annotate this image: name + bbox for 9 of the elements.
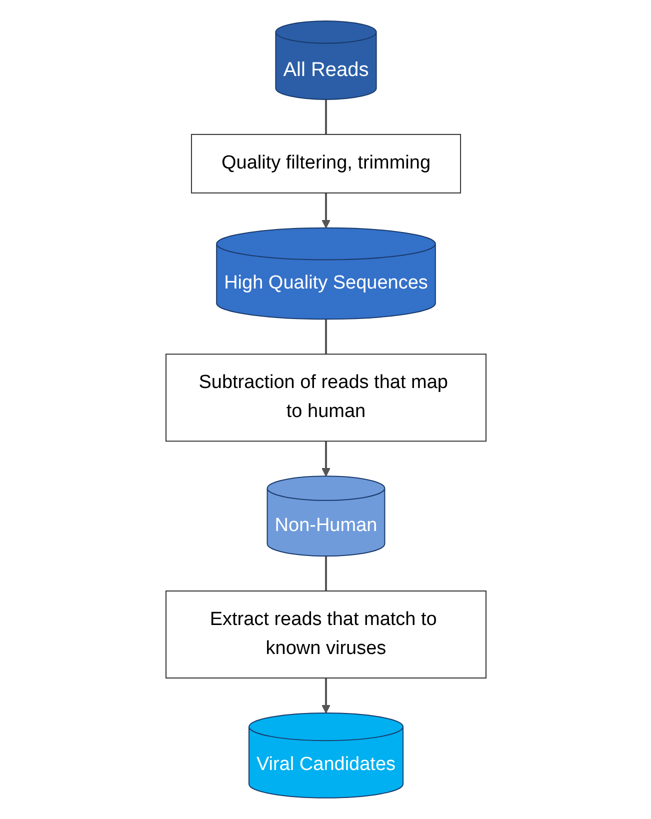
- node-box: Subtraction of reads that map to human: [165, 354, 486, 442]
- connector: [324, 99, 326, 134]
- arrow: [321, 441, 330, 477]
- arrow: [321, 678, 330, 714]
- arrow: [321, 192, 330, 228]
- node-box: Quality filtering, trimming: [190, 134, 461, 194]
- connector: [324, 319, 326, 354]
- connector: [324, 556, 326, 592]
- node-box: Extract reads that match to known viruses: [165, 590, 486, 679]
